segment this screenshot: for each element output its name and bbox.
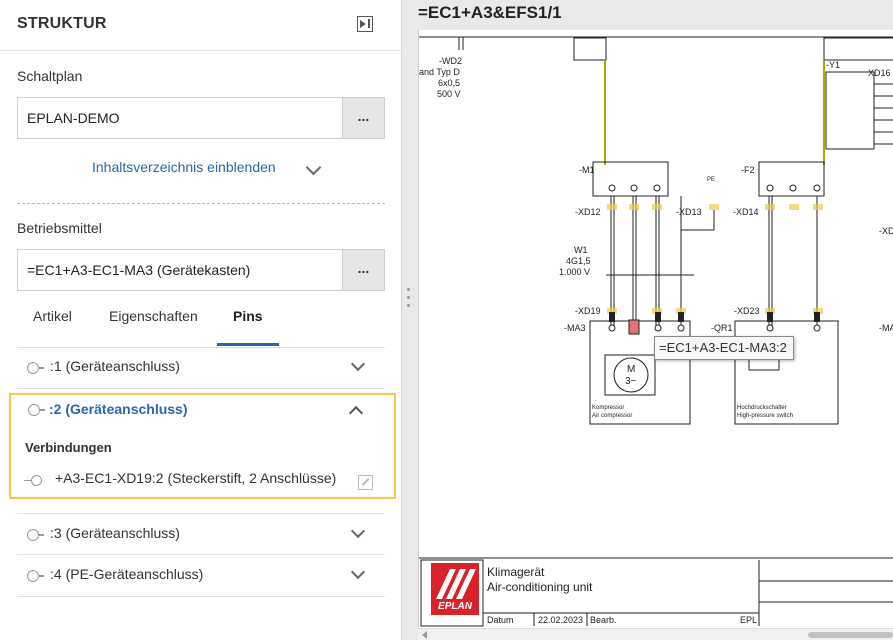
title-block-bearb-label: Bearb. xyxy=(590,615,617,625)
betriebsmittel-label: Betriebsmittel xyxy=(17,220,102,236)
label-hp-en: High-pressure switch xyxy=(737,413,794,419)
schaltplan-label: Schaltplan xyxy=(17,68,83,84)
label-ma3: -MA3 xyxy=(564,323,586,333)
label-xd19: -XD19 xyxy=(575,306,601,316)
label-and-typ: and Typ D xyxy=(419,67,460,77)
panel-title: STRUKTUR xyxy=(17,15,107,32)
pin-row-2-expanded[interactable]: :2 (Geräteanschluss) Verbindungen +A3-EC… xyxy=(9,393,396,499)
betriebsmittel-field[interactable]: =EC1+A3-EC1-MA3 (Gerätekasten) ... xyxy=(17,249,385,291)
label-w1-type: 4G1,5 xyxy=(566,256,591,266)
label-voltage: 500 V xyxy=(437,89,461,99)
title-block-name-de: Klimagerät xyxy=(487,565,545,579)
title-block-name-en: Air-conditioning unit xyxy=(487,580,593,594)
chevron-down-icon[interactable] xyxy=(305,159,322,176)
sheet-title: =EC1+A3&EFS1/1 xyxy=(418,3,562,22)
label-wd2: -WD2 xyxy=(439,56,462,66)
scroll-left-icon[interactable] xyxy=(422,631,427,639)
label-xd12: -XD12 xyxy=(575,207,601,217)
pin-tooltip: =EC1+A3-EC1-MA3:2 xyxy=(654,336,794,360)
arrow-icon xyxy=(360,20,366,28)
label-cable-size: 6x0,5 xyxy=(438,78,461,88)
label-compressor-de: Kompressor xyxy=(592,405,625,411)
connections-label: Verbindungen xyxy=(25,440,112,455)
label-y1: -Y1 xyxy=(826,60,841,70)
motor-3phase: 3~ xyxy=(625,376,637,387)
chevron-down-icon[interactable] xyxy=(350,564,366,580)
chevron-down-icon[interactable] xyxy=(350,356,366,372)
pin-label: :4 (PE-Geräteanschluss) xyxy=(50,566,204,582)
label-hp-de: Hochdruckschalter xyxy=(737,405,787,411)
label-xd14: -XD14 xyxy=(733,207,759,217)
pin-row-4[interactable]: :4 (PE-Geräteanschluss) xyxy=(17,555,385,597)
label-qr1: -QR1 xyxy=(711,323,733,333)
panel-header: STRUKTUR xyxy=(0,0,402,51)
label-f2: -F2 xyxy=(741,165,755,175)
title-block-datum-label: Datum xyxy=(487,615,514,625)
pin-icon xyxy=(27,529,44,541)
pin-label: :2 (Geräteanschluss) xyxy=(49,401,188,417)
scrollbar-thumb[interactable] xyxy=(808,632,893,638)
schaltplan-browse-button[interactable]: ... xyxy=(342,98,384,138)
pin-row-3[interactable]: :3 (Geräteanschluss) xyxy=(17,513,385,555)
chevron-up-icon[interactable] xyxy=(348,405,364,421)
label-xd13: -XD13 xyxy=(676,207,702,217)
label-w1-volt: 1.000 V xyxy=(559,267,591,277)
logo-word: EPLAN xyxy=(438,601,472,612)
structure-panel: STRUKTUR Schaltplan EPLAN-DEMO ... Inhal… xyxy=(0,0,402,640)
label-ma-right: -MA xyxy=(879,323,893,333)
label-m1: -M1 xyxy=(579,165,595,175)
panel-splitter[interactable] xyxy=(407,288,411,318)
connection-icon xyxy=(24,475,42,486)
label-w1: W1 xyxy=(574,245,588,255)
jump-to-icon[interactable] xyxy=(358,475,373,490)
label-xd16: XD16 xyxy=(868,68,891,78)
label-compressor-en: Air compressor xyxy=(592,413,633,419)
pin-row-1[interactable]: :1 (Geräteanschluss) xyxy=(17,347,385,389)
divider xyxy=(17,203,385,204)
pin-label: :1 (Geräteanschluss) xyxy=(50,358,180,374)
horizontal-scrollbar[interactable] xyxy=(418,628,893,640)
schaltplan-field[interactable]: EPLAN-DEMO ... xyxy=(17,97,385,139)
label-xd-right: -XD xyxy=(879,226,893,236)
bar-icon xyxy=(368,19,370,28)
schematic-sheet[interactable]: -WD2 and Typ D 6x0,5 500 V -Y1 XD16 -M1 … xyxy=(418,30,893,628)
pin-label: :3 (Geräteanschluss) xyxy=(50,525,180,541)
label-pe: PE xyxy=(707,177,716,183)
chevron-down-icon[interactable] xyxy=(350,523,366,539)
tabs-divider xyxy=(17,347,385,348)
title-block-datum-value: 22.02.2023 xyxy=(538,615,584,625)
label-xd23: -XD23 xyxy=(734,306,760,316)
connection-item[interactable]: +A3-EC1-XD19:2 (Steckerstift, 2 Anschlüs… xyxy=(55,470,337,486)
betriebsmittel-browse-button[interactable]: ... xyxy=(342,250,384,290)
toc-toggle-link[interactable]: Inhaltsverzeichnis einblenden xyxy=(92,159,276,175)
pin-icon xyxy=(28,404,45,416)
tab-active-indicator xyxy=(217,343,279,346)
eplan-logo: EPLAN xyxy=(431,563,479,615)
pin-icon xyxy=(27,362,44,374)
title-block-epl: EPL xyxy=(740,615,758,625)
collapse-panel-icon[interactable] xyxy=(357,16,373,32)
betriebsmittel-value: =EC1+A3-EC1-MA3 (Gerätekasten) xyxy=(27,262,251,278)
schaltplan-value: EPLAN-DEMO xyxy=(27,110,120,126)
motor-m: M xyxy=(627,364,636,375)
schematic-drawing xyxy=(419,36,893,627)
tab-eigenschaften[interactable]: Eigenschaften xyxy=(109,308,198,324)
tab-artikel[interactable]: Artikel xyxy=(33,308,72,324)
pin-icon xyxy=(27,570,44,582)
tab-pins[interactable]: Pins xyxy=(233,308,263,324)
